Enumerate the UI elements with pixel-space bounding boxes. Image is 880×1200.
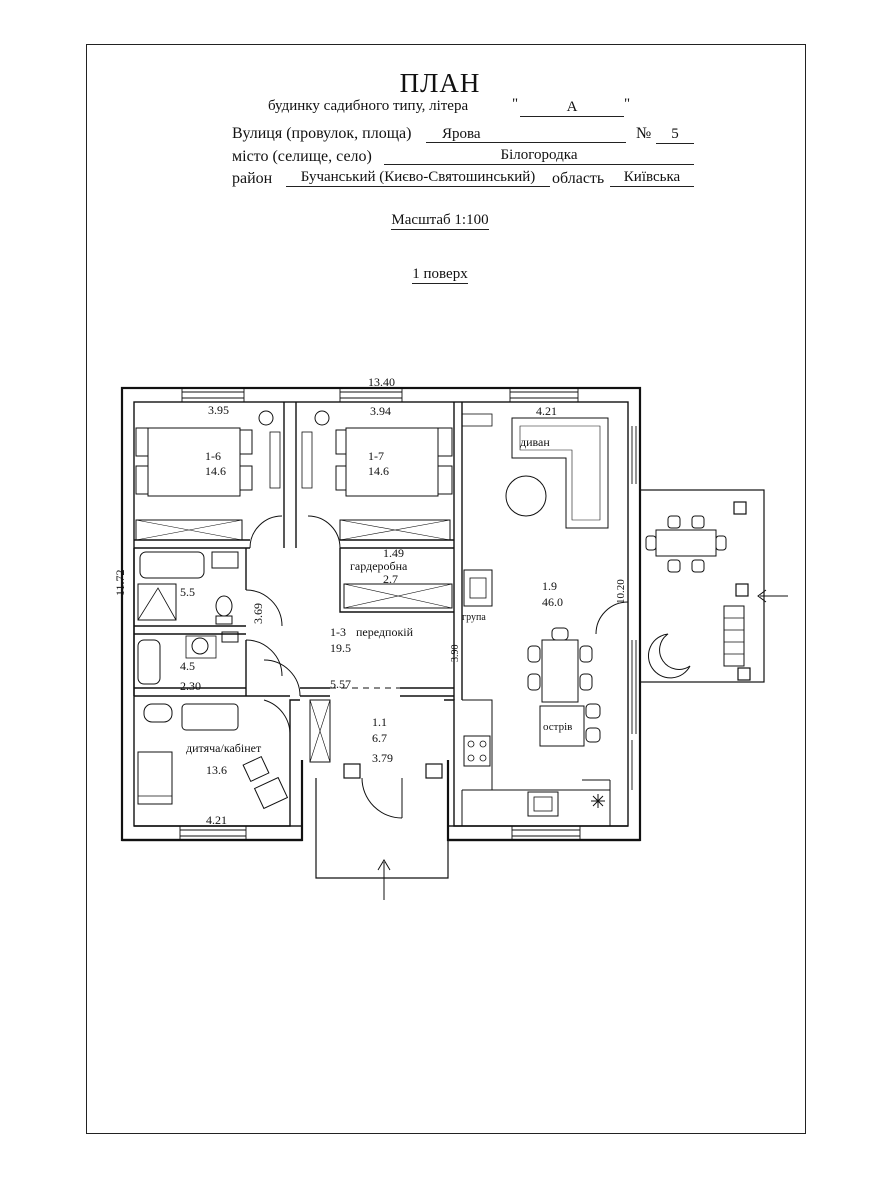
city-label: місто (селище, село): [232, 148, 372, 165]
number-label: №: [636, 125, 652, 142]
dim-entry: 3.79: [372, 751, 393, 765]
dim-door: 10.20: [615, 579, 627, 604]
room-1-6-area: 14.6: [205, 464, 226, 478]
number-field: 5: [656, 125, 694, 144]
room-hall-name: передпокій: [356, 625, 414, 639]
street-label: Вулиця (провулок, площа): [232, 125, 412, 142]
room-living-id: 1.9: [542, 579, 557, 593]
street-field: Ярова: [426, 125, 626, 143]
room-wardrobe-id: 1.49: [383, 546, 404, 560]
city-field: Білогородка: [384, 146, 694, 165]
region-label: область: [552, 170, 605, 187]
document-sheet: [86, 44, 806, 1134]
room-1-7-area: 14.6: [368, 464, 389, 478]
plan-title: ПЛАН: [399, 68, 481, 98]
room-kids-name: дитяча/кабінет: [186, 741, 262, 755]
wall-bedrooms: [283, 402, 297, 548]
district-label: район: [232, 170, 273, 187]
dim-kids: 4.21: [206, 813, 227, 827]
district-field: Бучанський (Києво-Святошинський): [286, 168, 550, 187]
room-hall-id: 1-3: [330, 625, 346, 639]
room-bath2-area: 4.5: [180, 659, 195, 673]
room-wardrobe-area: 2.7: [383, 572, 398, 586]
region-field: Київська: [610, 168, 694, 187]
dim-side: 3.90: [450, 645, 461, 663]
dim-hall-height: 3.69: [251, 603, 265, 624]
room-hall-area: 19.5: [330, 641, 351, 655]
litera-field: А: [520, 98, 624, 117]
label-sofa: диван: [520, 435, 550, 449]
room-1-6-id: 1-6: [205, 449, 221, 463]
room-1-7-id: 1-7: [368, 449, 384, 463]
room-living-area: 46.0: [542, 595, 563, 609]
quote-close: ": [624, 96, 631, 112]
room-entry-id: 1.1: [372, 715, 387, 729]
dim-bath2: 2.30: [180, 679, 201, 693]
label-group: група: [462, 612, 486, 623]
dim-bed2: 3.94: [370, 404, 391, 418]
label-island: острів: [543, 721, 572, 733]
dim-total-height: 11.72: [113, 569, 127, 596]
room-bath1-area: 5.5: [180, 585, 195, 599]
subtitle-label: будинку садибного типу, літера: [268, 98, 469, 114]
room-entry-area: 6.7: [372, 731, 387, 745]
room-wardrobe-name: гардеробна: [350, 559, 408, 573]
dim-living: 4.21: [536, 404, 557, 418]
room-kids-area: 13.6: [206, 763, 227, 777]
dim-total-width: 13.40: [368, 375, 395, 389]
floor-label: 1 поверх: [412, 266, 468, 284]
scale-label: Масштаб 1:100: [391, 212, 489, 230]
dim-bed1: 3.95: [208, 403, 229, 417]
dim-hall: 5.57: [330, 677, 351, 691]
quote-open: ": [512, 96, 519, 112]
